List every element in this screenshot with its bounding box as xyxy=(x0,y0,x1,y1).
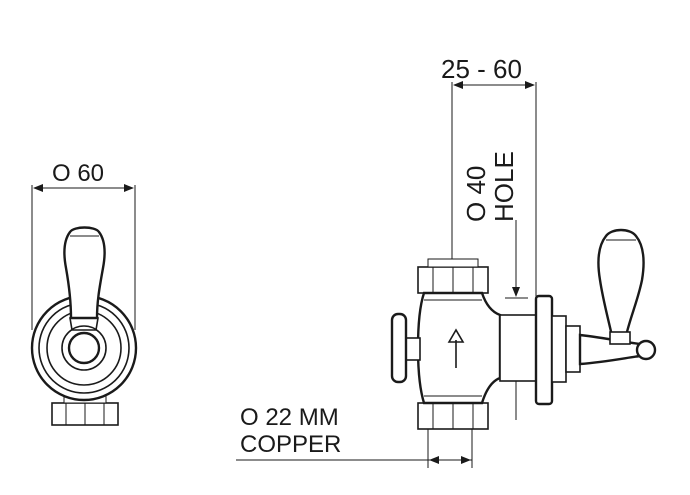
up-arrow-icon xyxy=(447,328,465,368)
pipe-diameter-label: O 22 MM xyxy=(240,404,339,431)
front-diameter-dimension: O 60 xyxy=(31,160,136,330)
pipe-material-label: COPPER xyxy=(240,431,341,458)
adjust-range-dimension: 25 - 60 xyxy=(441,54,537,300)
pipe-dimension: O 22 MM COPPER xyxy=(236,404,473,468)
front-diameter-label: O 60 xyxy=(52,160,104,187)
side-view: 25 - 60 O 40 HOLE xyxy=(236,54,657,468)
side-lever-handle xyxy=(578,228,657,366)
hole-diameter-label: O 40 xyxy=(461,166,491,222)
side-escutcheon-flange xyxy=(534,294,581,406)
front-view: O 60 xyxy=(30,160,138,426)
front-lever-handle xyxy=(63,226,106,331)
valve-body xyxy=(416,291,537,405)
side-top-nut xyxy=(417,258,489,294)
hole-word-label: HOLE xyxy=(489,151,519,222)
adjust-range-label: 25 - 60 xyxy=(441,54,522,84)
service-cap xyxy=(390,312,421,384)
